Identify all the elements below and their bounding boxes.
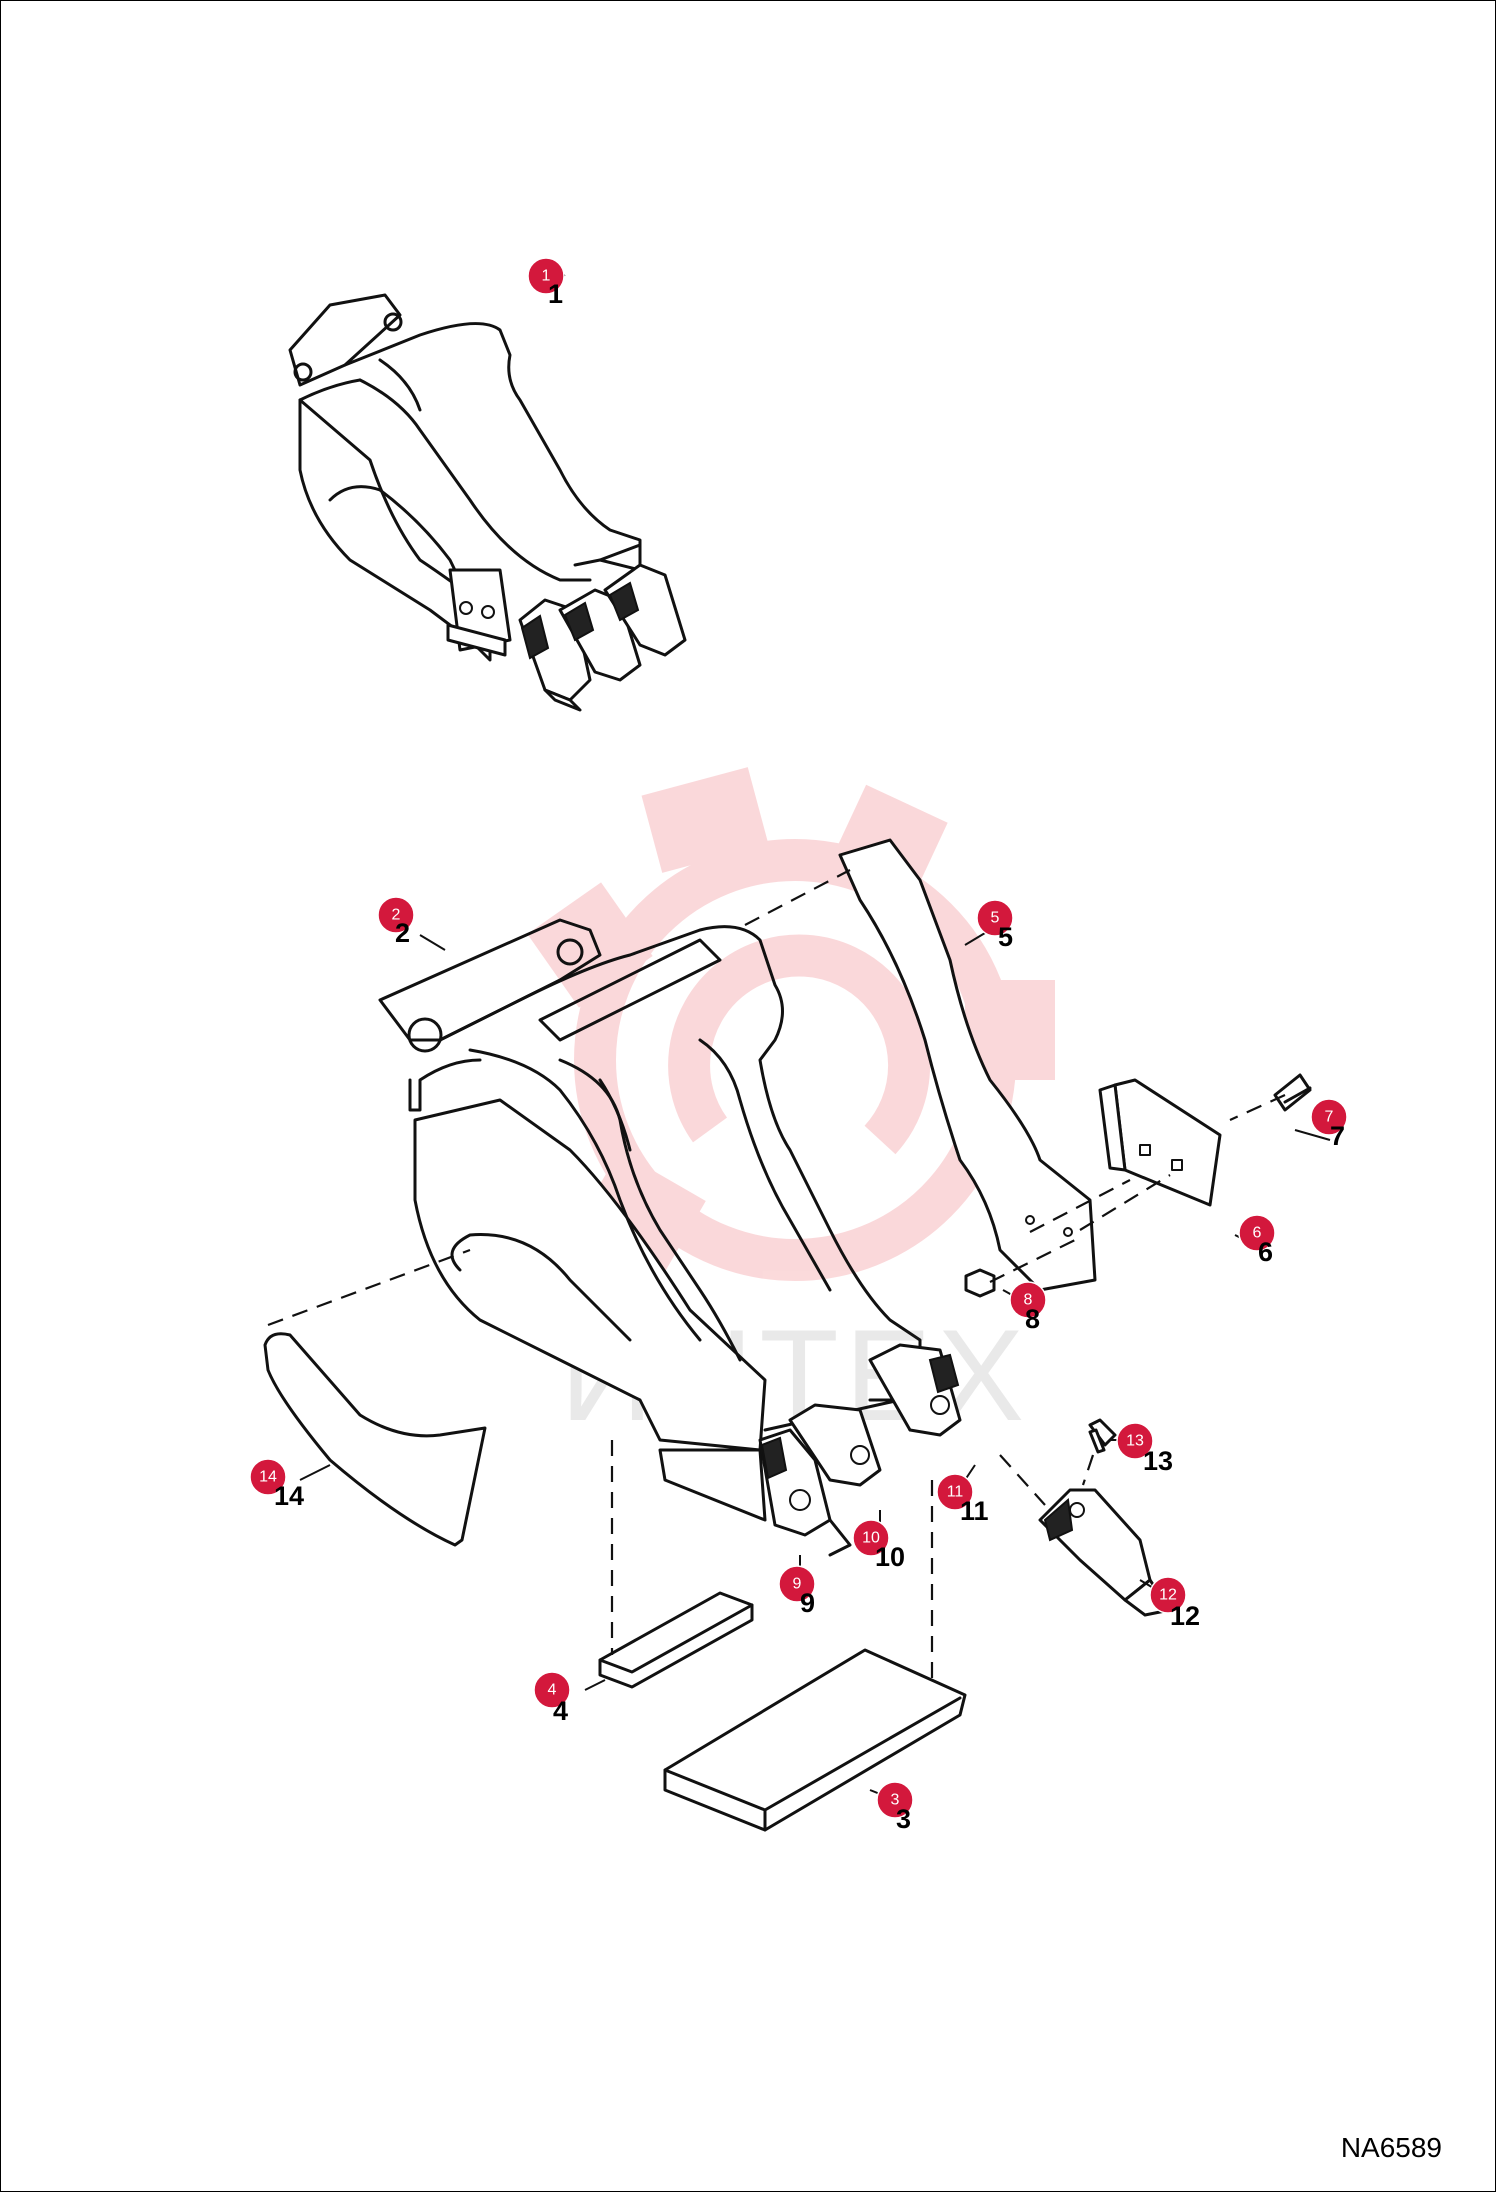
callout-11: 11 11 — [936, 1473, 989, 1526]
svg-text:4: 4 — [548, 1682, 557, 1699]
svg-text:2: 2 — [395, 918, 410, 948]
callout-10: 10 10 — [852, 1519, 905, 1572]
svg-text:7: 7 — [1330, 1121, 1345, 1151]
svg-text:6: 6 — [1258, 1237, 1273, 1267]
exploded-bucket — [378, 918, 962, 1557]
callout-12: 12 12 — [1149, 1576, 1200, 1631]
svg-text:1: 1 — [542, 268, 551, 285]
svg-text:8: 8 — [1025, 1304, 1040, 1334]
callout-3: 3 3 — [876, 1781, 914, 1834]
svg-text:10: 10 — [875, 1542, 905, 1572]
svg-text:1: 1 — [548, 279, 563, 309]
svg-text:2: 2 — [392, 907, 401, 924]
svg-text:9: 9 — [793, 1576, 802, 1593]
svg-text:5: 5 — [998, 922, 1013, 952]
part-cutting-edge — [663, 1648, 967, 1832]
callout-7: 7 7 — [1310, 1098, 1348, 1151]
callout-5: 5 5 — [976, 899, 1014, 952]
svg-text:3: 3 — [896, 1804, 911, 1834]
svg-text:14: 14 — [259, 1469, 277, 1486]
callout-13: 13 13 — [1116, 1422, 1173, 1476]
svg-text:14: 14 — [274, 1481, 304, 1511]
callout-14: 14 14 — [249, 1458, 304, 1511]
part-small-plate — [598, 1591, 754, 1689]
part-pin — [1088, 1418, 1117, 1454]
svg-text:12: 12 — [1170, 1601, 1200, 1631]
callout-2: 2 2 — [377, 896, 415, 948]
svg-text:8: 8 — [1024, 1292, 1033, 1309]
part-wear-plate — [1098, 1078, 1222, 1207]
assembly-lines — [267, 869, 1286, 1680]
svg-text:13: 13 — [1143, 1446, 1173, 1476]
svg-text:10: 10 — [862, 1530, 880, 1547]
document-code: NA6589 — [1340, 2132, 1442, 2163]
svg-text:13: 13 — [1126, 1433, 1144, 1450]
svg-text:6: 6 — [1253, 1225, 1262, 1242]
callout-8: 8 8 — [1009, 1281, 1047, 1334]
svg-text:4: 4 — [553, 1696, 568, 1726]
svg-text:11: 11 — [960, 1496, 989, 1526]
svg-text:11: 11 — [947, 1484, 964, 1501]
svg-text:5: 5 — [991, 910, 1000, 927]
assembled-bucket — [288, 293, 687, 712]
callout-6: 6 6 — [1238, 1214, 1276, 1267]
part-side-plate — [838, 838, 1097, 1292]
callout-4: 4 4 — [533, 1671, 571, 1726]
svg-text:7: 7 — [1325, 1109, 1334, 1126]
svg-text:9: 9 — [800, 1588, 815, 1618]
callout-9: 9 9 — [778, 1565, 816, 1618]
svg-text:3: 3 — [891, 1792, 900, 1809]
callout-1: 1 1 — [527, 257, 565, 309]
part-bolt — [1273, 1073, 1312, 1112]
part-bottom-plate — [263, 1332, 487, 1547]
leader-lines — [299, 274, 1331, 1801]
part-nut — [964, 1268, 996, 1298]
svg-text:12: 12 — [1159, 1587, 1177, 1604]
